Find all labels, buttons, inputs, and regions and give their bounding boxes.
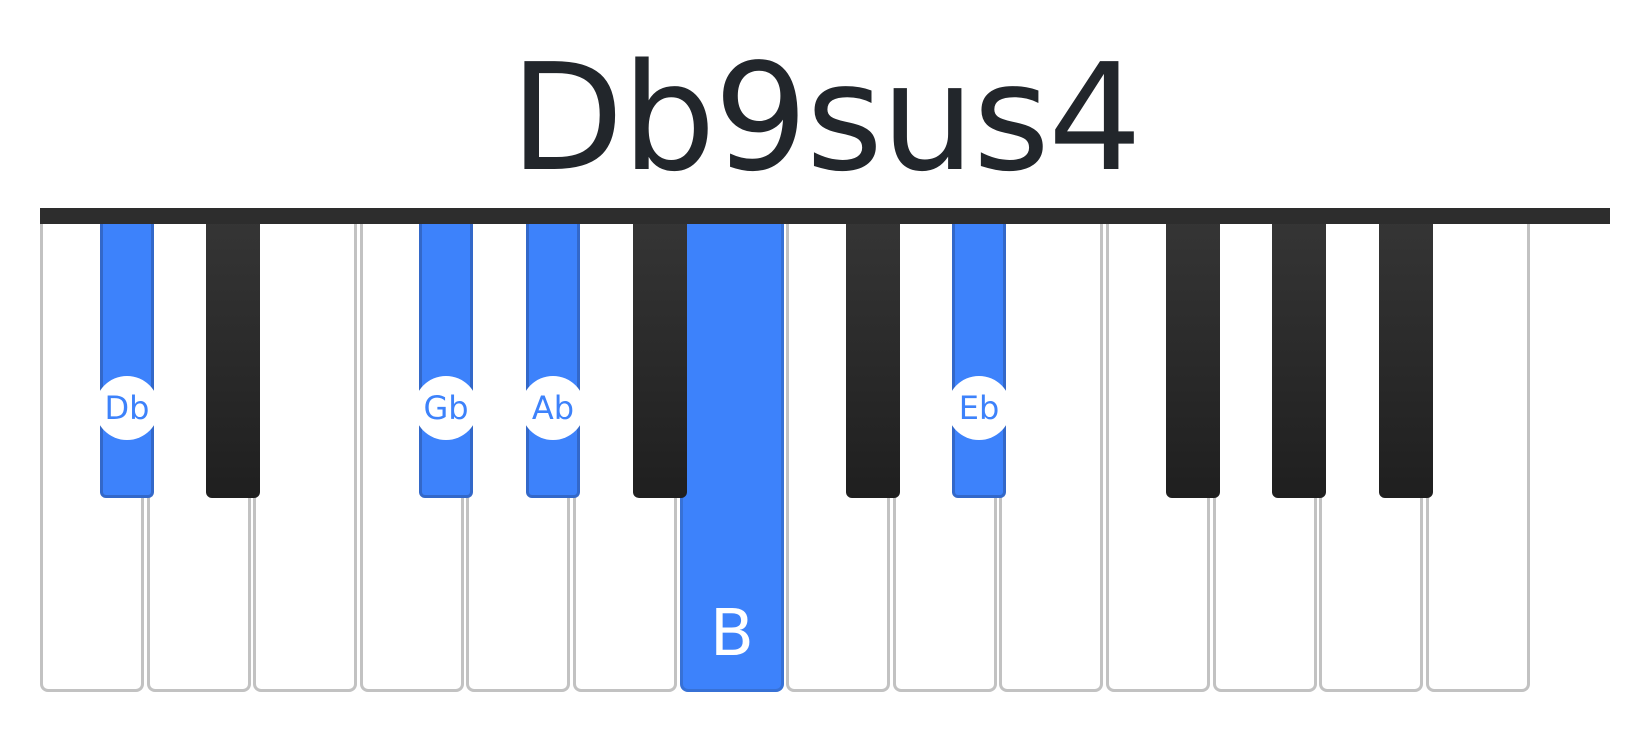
note-label: Ab [521, 376, 585, 440]
black-key[interactable] [846, 220, 900, 498]
chord-title: Db9sus4 [509, 32, 1142, 204]
note-label: Eb [947, 376, 1011, 440]
white-key[interactable] [1426, 218, 1530, 692]
black-key[interactable] [633, 220, 687, 498]
white-key[interactable] [999, 218, 1103, 692]
piano-keyboard: B Db Gb Ab Eb [40, 208, 1610, 693]
keyboard-top-bar [40, 208, 1610, 224]
white-key[interactable] [253, 218, 357, 692]
white-key[interactable]: B [680, 218, 784, 692]
black-key[interactable] [206, 220, 260, 498]
black-key[interactable] [1379, 220, 1433, 498]
black-key[interactable] [1272, 220, 1326, 498]
black-key[interactable] [100, 220, 154, 498]
black-key[interactable] [952, 220, 1006, 498]
black-key[interactable] [526, 220, 580, 498]
note-label: Db [95, 376, 159, 440]
note-label: Gb [414, 376, 478, 440]
black-key[interactable] [1166, 220, 1220, 498]
note-label: B [710, 597, 754, 671]
black-key[interactable] [419, 220, 473, 498]
